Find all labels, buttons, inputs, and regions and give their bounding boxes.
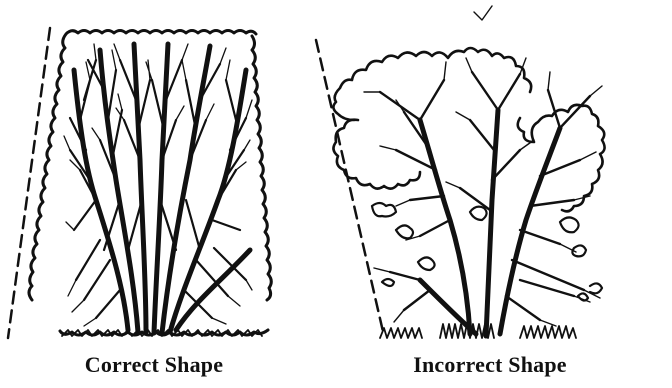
caption-correct-shape: Correct Shape (4, 352, 304, 378)
incorrect-shape-illustration (316, 6, 605, 338)
incorrect-canopy-outline (333, 48, 604, 211)
caption-incorrect-shape: Incorrect Shape (340, 352, 640, 378)
correct-shape-illustration (8, 28, 271, 338)
incorrect-ground (380, 324, 576, 338)
